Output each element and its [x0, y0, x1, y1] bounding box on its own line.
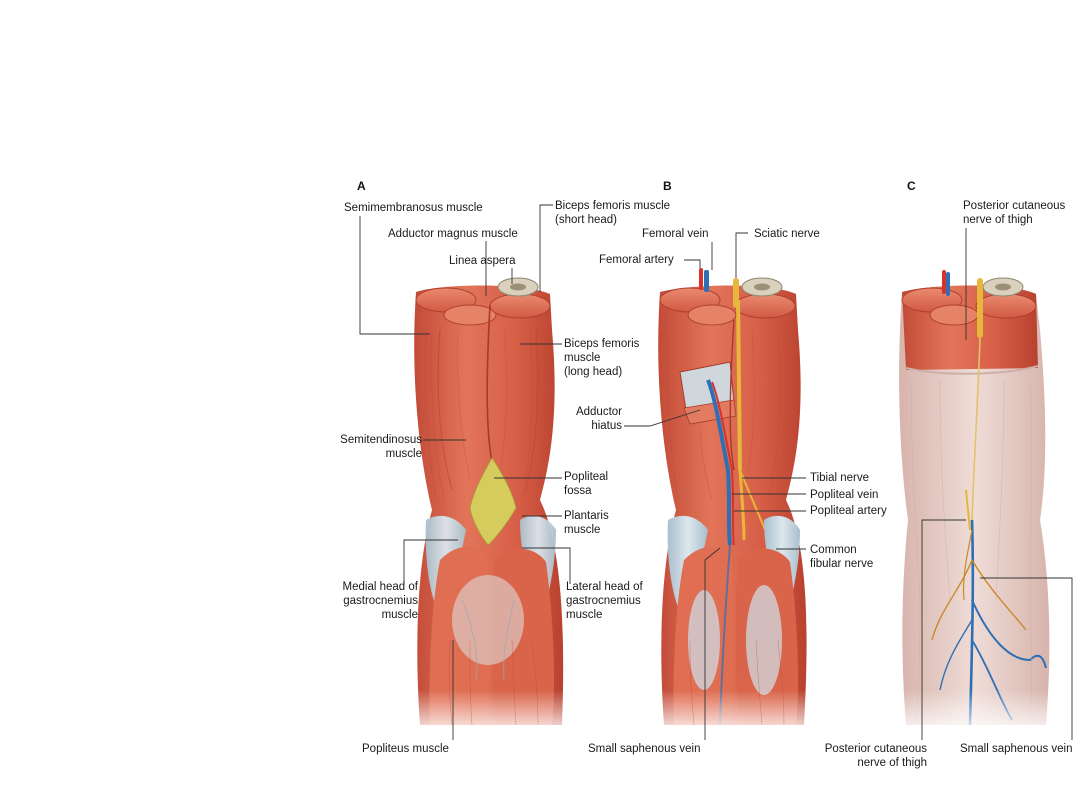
- label-plantaris: Plantaris muscle: [564, 510, 609, 536]
- leader-medial-gastro: [403, 539, 458, 584]
- femoral-artery-b: [699, 268, 703, 290]
- semitendinosus-section: [443, 304, 497, 326]
- label-medial-gastrocnemius: Medial head of gastrocnemius muscle: [342, 581, 418, 621]
- label-popliteus: Popliteus muscle: [362, 743, 449, 755]
- label-small-saphenous-b: Small saphenous vein: [588, 743, 701, 755]
- label-adductor-hiatus: Adductor hiatus: [575, 406, 622, 432]
- femoral-vein-b: [704, 270, 709, 292]
- label-biceps-long: Biceps femoris muscle (long head): [564, 338, 640, 378]
- panel-b-illustration: [654, 268, 814, 730]
- label-biceps-short: Biceps femoris muscle (short head): [555, 200, 671, 226]
- label-posterior-cutaneous-top: Posterior cutaneous nerve of thigh: [963, 200, 1066, 226]
- label-lateral-gastrocnemius: Lateral head of gastrocnemius muscle: [566, 581, 643, 621]
- label-adductor-magnus: Adductor magnus muscle: [388, 228, 518, 240]
- thigh-fascia-c: [899, 285, 1050, 725]
- leader-small-saphenous-c: [980, 577, 1073, 740]
- panel-a-illustration: [410, 277, 570, 730]
- biceps-long-section: [489, 293, 551, 319]
- label-femoral-vein: Femoral vein: [642, 228, 709, 240]
- panel-letter-c: C: [907, 179, 916, 193]
- leader-adductor-hiatus: [624, 409, 701, 427]
- label-popliteal-artery: Popliteal artery: [810, 505, 887, 517]
- leader-semimembranosus: [359, 216, 430, 335]
- leader-small-saphenous-b: [704, 547, 721, 740]
- leader-post-cut-bottom: [921, 519, 966, 740]
- panel-letter-b: B: [663, 179, 672, 193]
- popliteal-fossa-shape: [469, 457, 517, 546]
- leader-biceps-short: [539, 204, 553, 292]
- label-femoral-artery: Femoral artery: [599, 254, 674, 266]
- label-popliteal-fossa: Popliteal fossa: [564, 471, 609, 497]
- label-posterior-cutaneous-bottom: Posterior cutaneous nerve of thigh: [824, 743, 927, 769]
- posterior-cutaneous-nerve-c: [977, 278, 983, 338]
- label-semitendinosus: Semitendinosus muscle: [340, 434, 422, 460]
- label-small-saphenous-c: Small saphenous vein: [960, 743, 1073, 755]
- leader-femoral-artery: [684, 259, 701, 268]
- panel-letter-a: A: [357, 179, 366, 193]
- label-popliteal-vein: Popliteal vein: [810, 489, 879, 501]
- label-semimembranosus: Semimembranosus muscle: [344, 202, 483, 214]
- leader-lines: [359, 204, 1073, 740]
- label-linea-aspera: Linea aspera: [449, 255, 516, 267]
- leader-lateral-gastro: [522, 547, 571, 584]
- leader-sciatic-nerve: [735, 232, 748, 278]
- panel-c-illustration: [896, 270, 1056, 730]
- label-sciatic-nerve: Sciatic nerve: [754, 228, 820, 240]
- label-tibial-nerve: Tibial nerve: [810, 472, 870, 484]
- label-common-fibular: Common fibular nerve: [810, 544, 874, 570]
